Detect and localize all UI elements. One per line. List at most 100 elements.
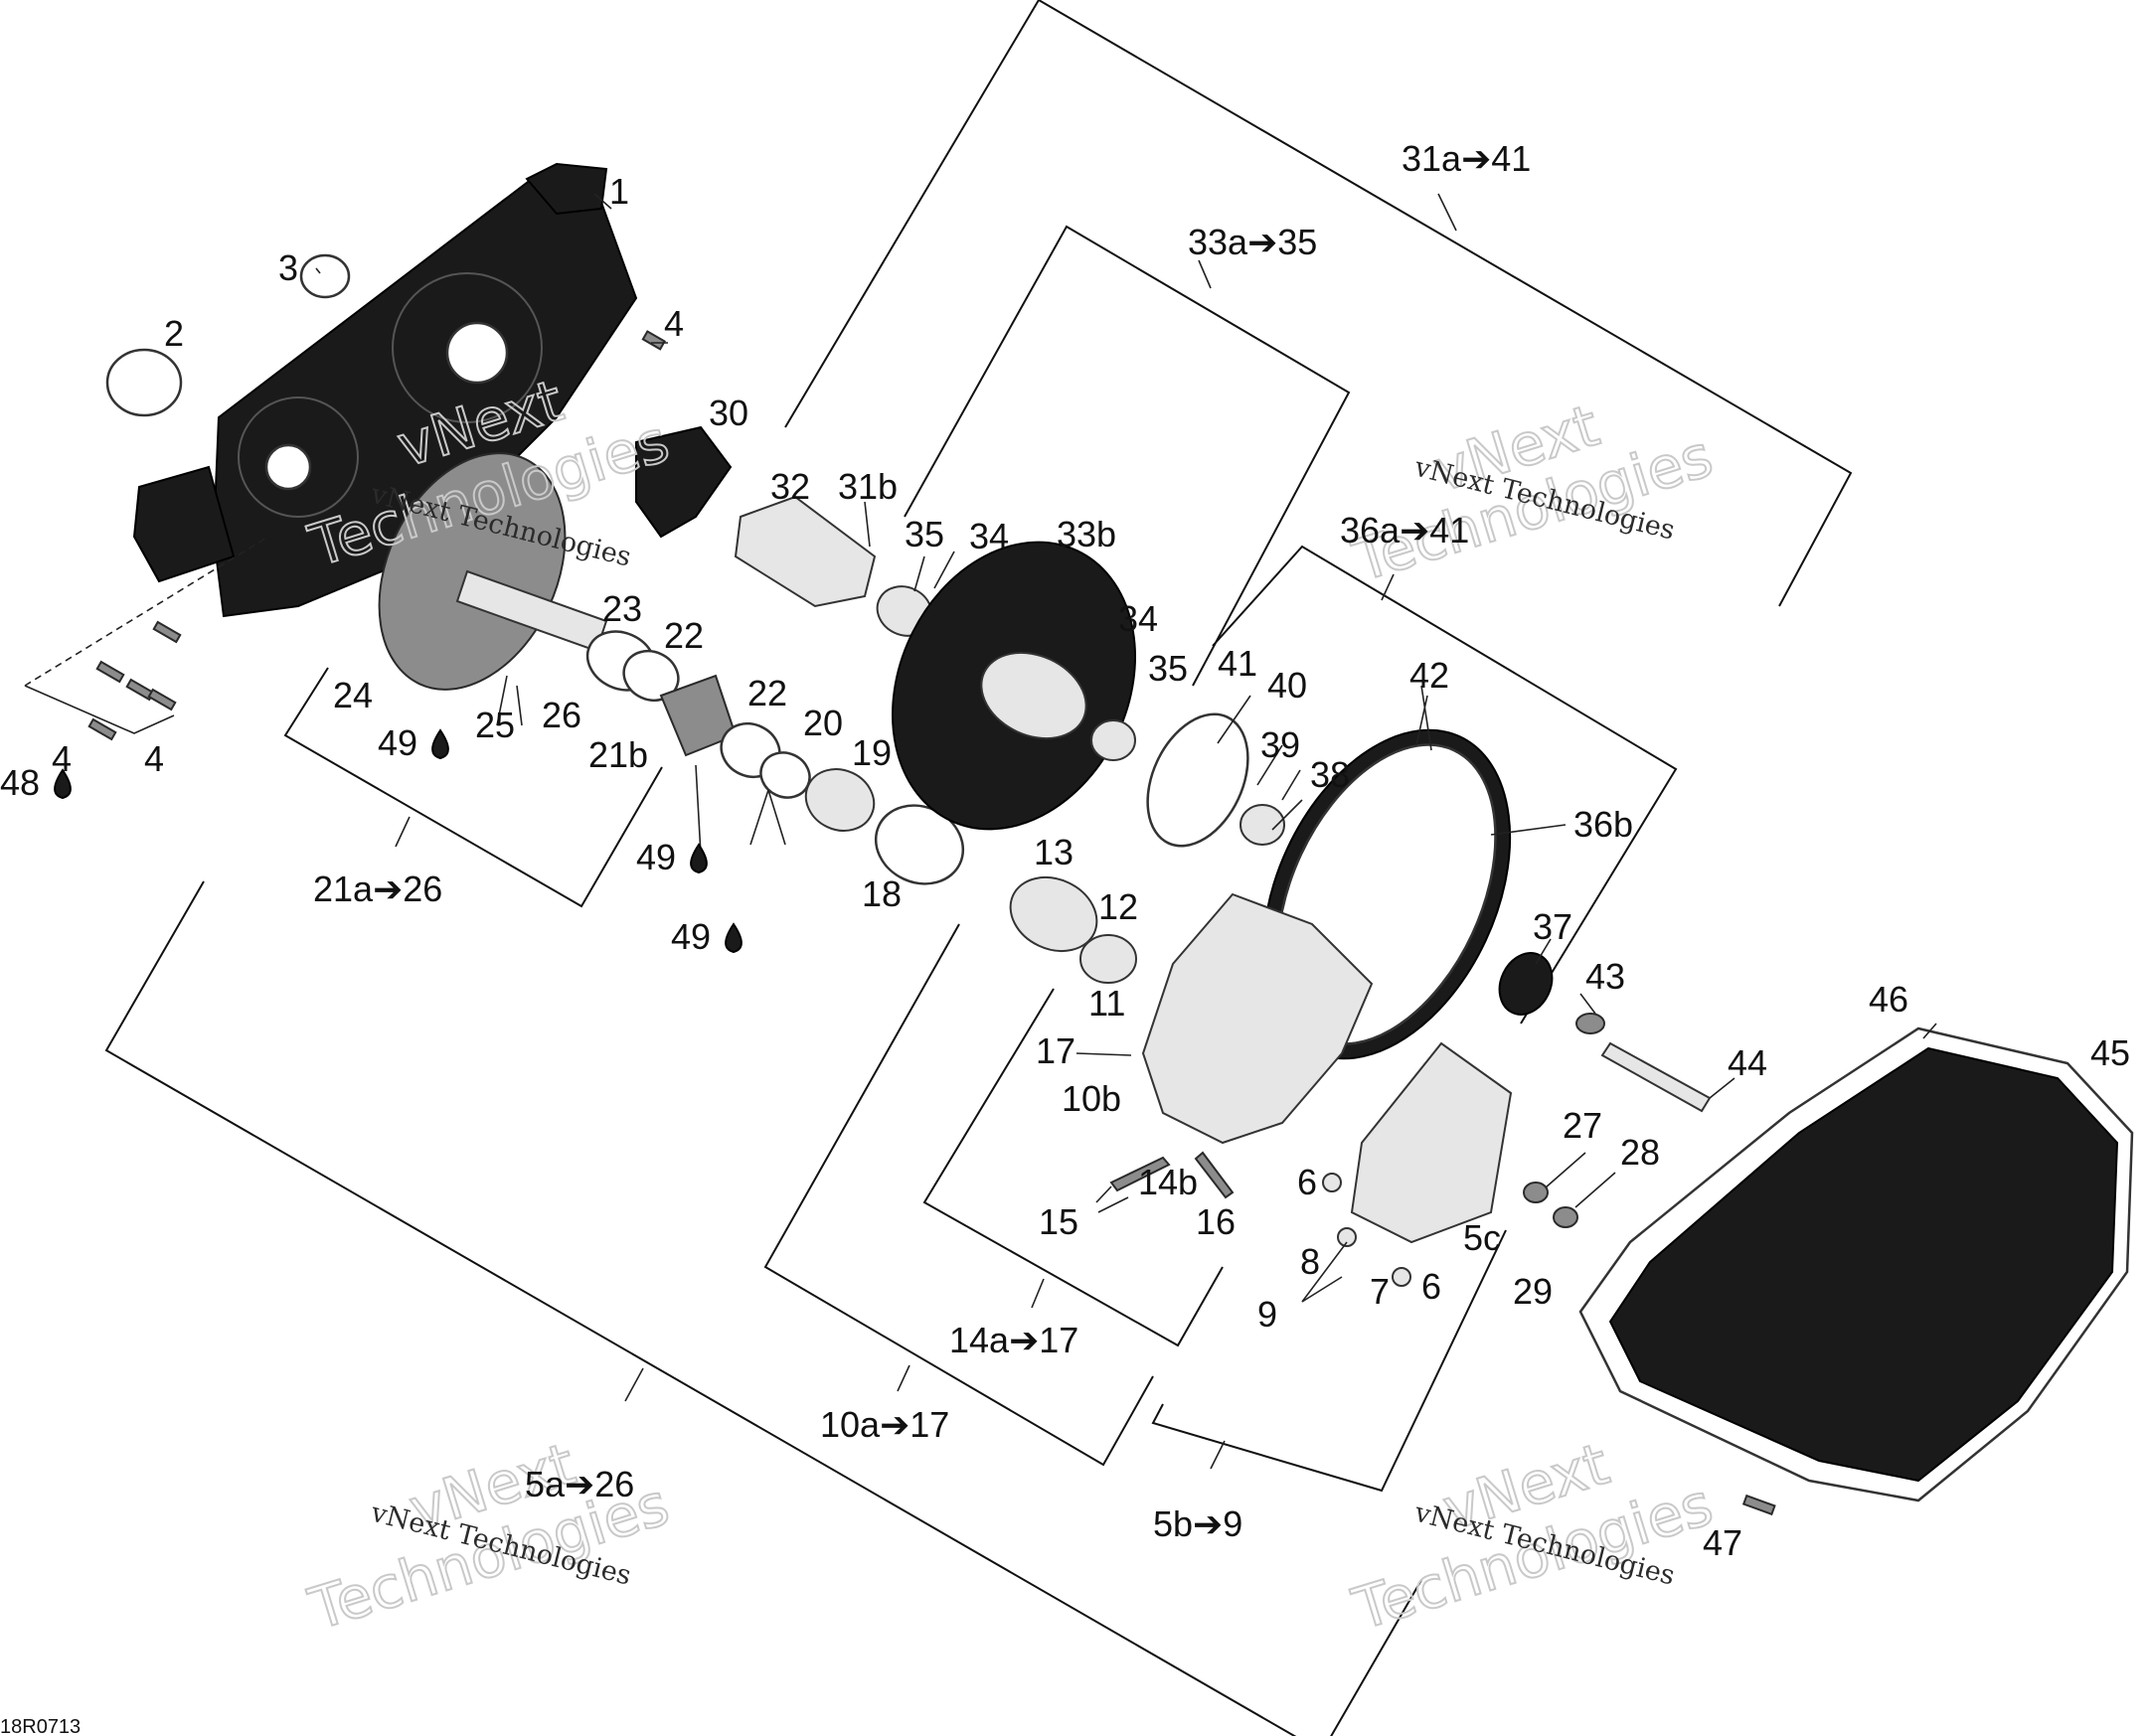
part-label: 22 <box>664 615 704 656</box>
part-label: 38 <box>1310 754 1350 795</box>
bracket-5a-26 <box>104 880 1422 1736</box>
part-label: 26 <box>542 695 581 735</box>
bracket-14a-17 <box>922 988 1224 1347</box>
bracket-21a-26 <box>283 667 663 908</box>
part-label: 4 <box>52 738 72 779</box>
drop-icon <box>690 843 708 874</box>
part-label: 41 <box>1218 643 1257 684</box>
spring-32 <box>734 495 877 608</box>
part-label: 49 <box>378 722 417 763</box>
group-label: 36a➔41 <box>1340 510 1469 551</box>
leader-36a-41 <box>1381 573 1395 601</box>
part-label: 30 <box>709 393 748 433</box>
roller-8 <box>1337 1227 1357 1247</box>
leader-5a-26 <box>624 1367 644 1402</box>
part-label: 34 <box>969 516 1009 556</box>
bracket-33a-35 <box>904 225 1351 687</box>
part-label: 49 <box>671 916 711 957</box>
roller-6b <box>1392 1267 1411 1287</box>
bushing-19 <box>804 768 876 832</box>
part-label: 12 <box>1098 886 1138 927</box>
part-label: 16 <box>1196 1201 1236 1242</box>
part-label: 42 <box>1409 655 1449 696</box>
part-label: 46 <box>1869 979 1908 1020</box>
part-label: 45 <box>2090 1032 2130 1073</box>
group-brackets <box>104 0 1853 1736</box>
part-label: 31b <box>838 466 898 507</box>
group-label-set: 31a➔41 33a➔35 36a➔41 21a➔26 14a➔17 10a➔1… <box>313 138 1531 1544</box>
drop-icon <box>431 728 449 760</box>
part-label: 11 <box>1088 983 1125 1024</box>
part-label: 39 <box>1260 724 1300 765</box>
part-label: 25 <box>475 705 515 745</box>
leader-5b-9 <box>1210 1440 1226 1470</box>
part-label: 32 <box>770 466 810 507</box>
bolts-4 <box>87 330 667 741</box>
bracket-5b-9 <box>1151 1229 1507 1493</box>
washer-22a <box>622 649 680 703</box>
group-label: 33a➔35 <box>1188 222 1317 262</box>
part-label: 48 <box>0 762 40 803</box>
part-label: 4 <box>664 303 684 344</box>
bolt-44 <box>1600 1041 1712 1113</box>
o-ring-2 <box>105 348 183 417</box>
part-label: 29 <box>1513 1271 1553 1312</box>
leader-21a-26 <box>395 816 411 848</box>
part-label: 4 <box>144 738 164 779</box>
bushing-34b <box>1090 719 1136 761</box>
part-label: 34 <box>1118 598 1158 639</box>
ring-13 <box>1009 876 1098 952</box>
part-label: 35 <box>905 514 944 554</box>
part-label: 27 <box>1563 1105 1602 1146</box>
part-label: 9 <box>1257 1294 1277 1335</box>
washer-27 <box>1523 1182 1549 1203</box>
bracket-31a-41 <box>784 0 1853 607</box>
part-label: 3 <box>278 247 298 288</box>
bracket-36a-41 <box>1212 545 1678 1025</box>
part-label: 15 <box>1039 1201 1078 1242</box>
lever-30 <box>635 425 733 539</box>
part-label: 40 <box>1267 665 1307 706</box>
washer-43 <box>1575 1013 1605 1034</box>
part-label: 5c <box>1463 1217 1501 1258</box>
washer-29 <box>1553 1206 1578 1228</box>
bushing-38 <box>1239 804 1285 846</box>
group-label: 10a➔17 <box>820 1404 949 1445</box>
part-label: 24 <box>333 675 373 715</box>
bearing-37 <box>1498 952 1554 1016</box>
group-label: 5b➔9 <box>1153 1503 1242 1544</box>
leader-31a-41 <box>1437 193 1457 232</box>
parts <box>24 162 2134 1516</box>
group-label: 5a➔26 <box>525 1464 634 1504</box>
drop-icons <box>54 728 743 954</box>
part-label: 6 <box>1421 1266 1441 1307</box>
leader-lines <box>315 193 1937 1303</box>
part-label: 28 <box>1620 1132 1660 1173</box>
o-ring-3 <box>299 253 351 299</box>
pin-14b <box>1109 1156 1171 1192</box>
bolt-47 <box>1741 1494 1776 1516</box>
group-label: 31a➔41 <box>1402 138 1531 179</box>
figure-code: 18R0713 <box>0 1716 81 1736</box>
group-label: 14a➔17 <box>949 1320 1078 1360</box>
part-label: 18 <box>862 873 902 914</box>
part-label: 8 <box>1300 1241 1320 1282</box>
part-label: 17 <box>1036 1030 1075 1071</box>
part-label: 10b <box>1062 1078 1121 1119</box>
part-label: 21b <box>588 734 648 775</box>
part-label: 49 <box>636 837 676 877</box>
part-label: 23 <box>602 588 642 629</box>
part-label: 44 <box>1728 1042 1767 1083</box>
part-label: 43 <box>1585 956 1625 997</box>
part-label: 19 <box>852 732 892 773</box>
leader-33a-35 <box>1198 259 1212 289</box>
spring-41 <box>1146 712 1249 848</box>
hub-33b <box>980 651 1087 740</box>
part-label: 7 <box>1370 1271 1390 1312</box>
leader-14a-17 <box>1031 1278 1045 1309</box>
leader-bolts-4 <box>24 685 175 734</box>
part-label-set: 1 2 3 4 4 4 30 32 31b 35 34 33b 23 22 24… <box>0 171 2130 1563</box>
bushing-12 <box>1079 934 1137 984</box>
guide-5c <box>1350 1041 1513 1244</box>
